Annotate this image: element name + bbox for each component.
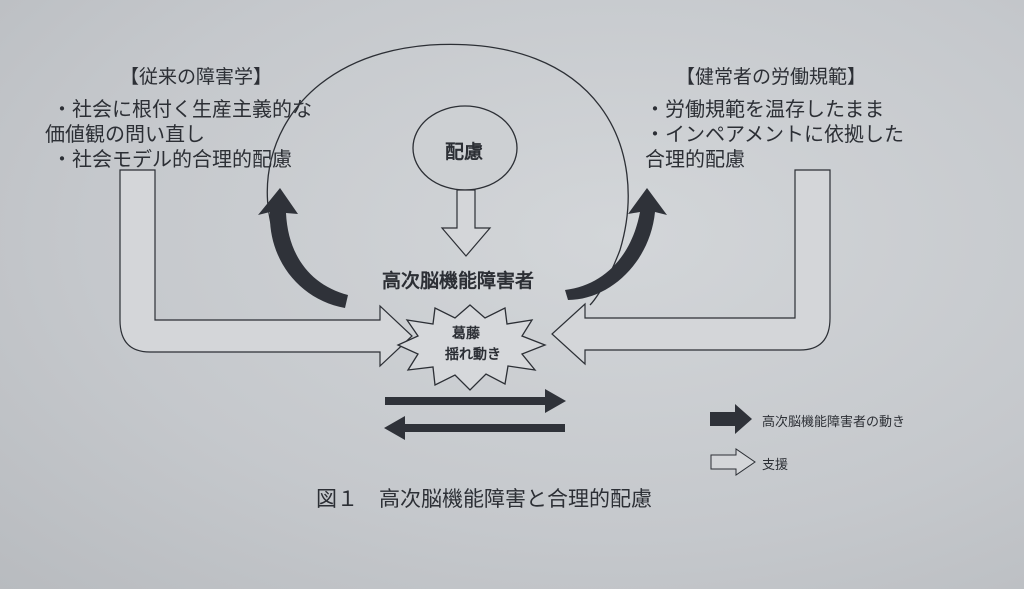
right-box-line1: ・労働規範を温存したまま xyxy=(645,97,885,121)
left-box-line1: ・社会に根付く生産主義的な xyxy=(52,97,312,121)
left-box-line3: ・社会モデル的合理的配慮 xyxy=(52,147,292,171)
conflict-starburst xyxy=(396,304,547,391)
right-box-heading: 【健常者の労働規範】 xyxy=(676,66,867,88)
legend-movement-label: 高次脳機能障害者の動き xyxy=(762,415,906,430)
wavering-label: 揺れ動き xyxy=(445,347,501,363)
left-movement-arrow xyxy=(258,188,348,308)
down-support-arrow xyxy=(440,189,492,257)
right-support-arrow xyxy=(551,169,831,366)
left-box-line2: 価値観の問い直し xyxy=(45,122,205,146)
right-movement-arrow xyxy=(565,188,667,300)
leftward-movement-arrow xyxy=(384,416,565,440)
right-box-line3: 合理的配慮 xyxy=(645,147,745,171)
legend-support-label: 支援 xyxy=(762,458,789,473)
figure-caption: 図１ 高次脳機能障害と合理的配慮 xyxy=(316,487,652,511)
conflict-label: 葛藤 xyxy=(452,326,480,342)
left-box-heading: 【従来の障害学】 xyxy=(120,66,273,88)
consideration-label: 配慮 xyxy=(445,141,484,163)
person-label: 高次脳機能障害者 xyxy=(382,270,535,292)
left-support-arrow xyxy=(119,169,413,368)
rightward-movement-arrow xyxy=(385,389,566,413)
legend-filled-arrow-icon xyxy=(710,404,752,434)
right-box-line2: ・インペアメントに依拠した xyxy=(645,122,904,146)
legend-hollow-arrow-icon xyxy=(710,448,756,476)
large-loop-outline xyxy=(266,43,629,306)
